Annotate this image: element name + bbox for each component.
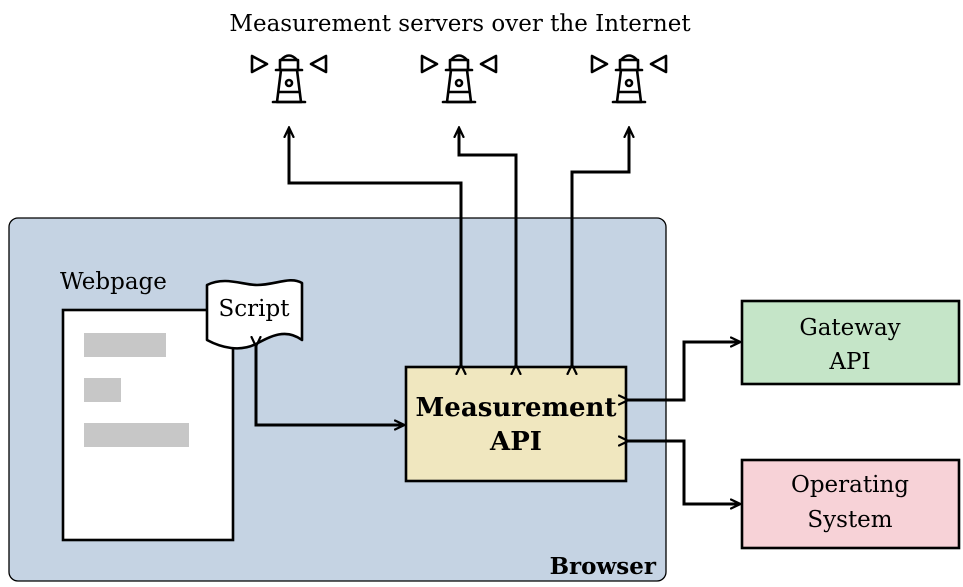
measurement-api-label-line2: API [489,427,542,457]
arrow-script-api [256,346,404,425]
arrow-api-gateway [628,342,740,400]
operating-system-label-line2: System [807,507,892,533]
arrow-right-server [572,128,629,365]
webpage-label: Webpage [60,269,167,295]
browser-label: Browser [550,553,657,580]
webpage-content-bar [84,333,166,357]
measurement-servers [250,54,668,104]
operating-system-box [740,458,961,550]
lighthouse-icon [590,54,668,104]
operating-system-label-line1: Operating [791,472,909,498]
gateway-api-box [740,299,961,386]
arrow-middle-server [459,128,516,365]
gateway-api-label-line1: Gateway [799,315,900,341]
diagram-title: Measurement servers over the Internet [229,11,691,37]
script-label: Script [219,296,291,322]
webpage-content-bar [84,423,189,447]
lighthouse-icon [420,54,498,104]
arrow-api-os [628,441,740,504]
connectors [256,128,740,504]
measurement-api-label-line1: Measurement [416,393,617,423]
webpage-content-bar [84,378,121,402]
gateway-api-label-line2: API [828,349,870,375]
measurement-api-box [404,365,628,483]
lighthouse-icon [250,54,328,104]
